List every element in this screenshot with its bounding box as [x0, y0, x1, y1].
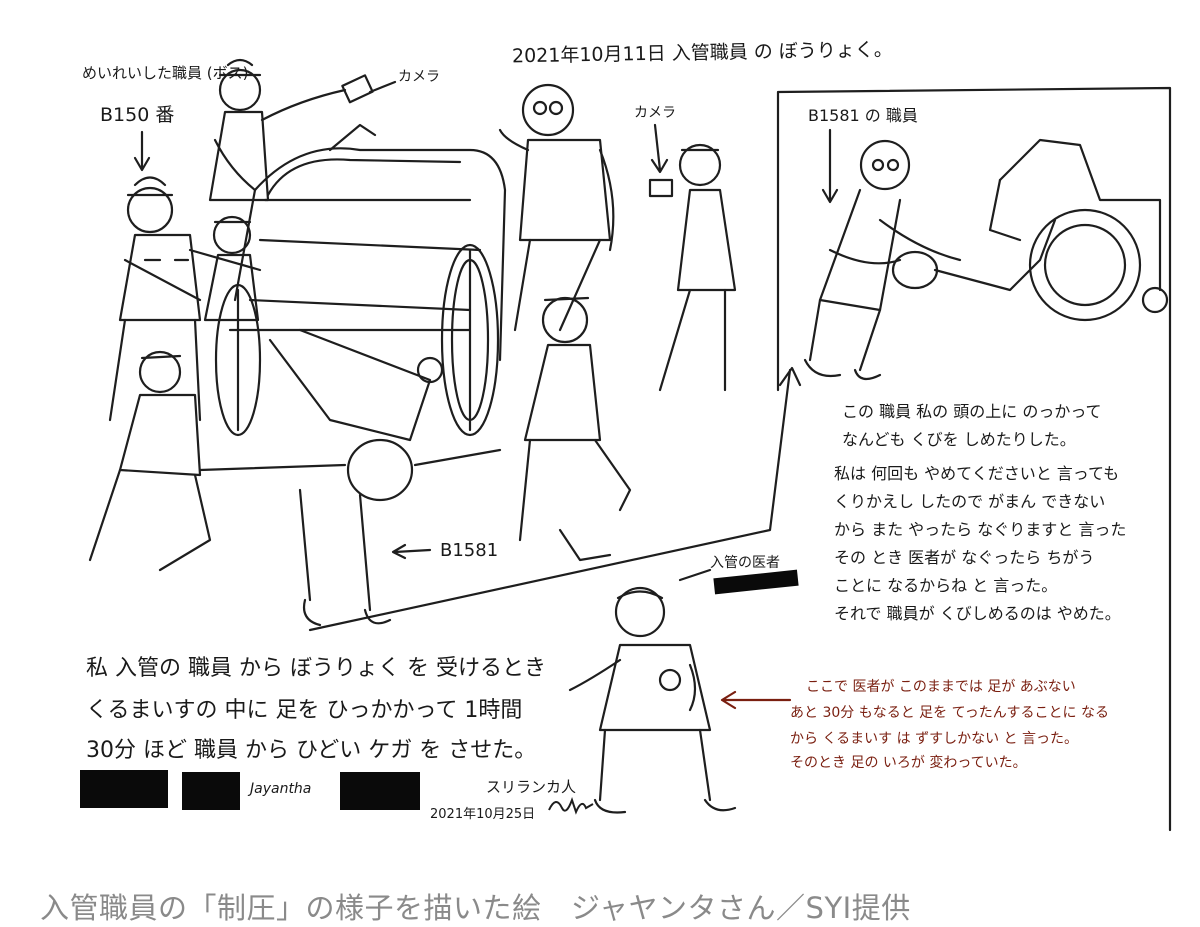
main-text-line: 私 入管の 職員 から ぼうりょく を 受けるとき [86, 656, 546, 681]
staff-glasses-drawing [498, 83, 615, 332]
hand-drawn-illustration: 2021年10月11日 入管職員 の ぼうりょく。 めいれいした職員 (ボス) … [80, 38, 1172, 832]
right-text-line: から また やったら なぐりますと 言った [834, 520, 1127, 539]
signature-mark [548, 797, 594, 815]
sketch-figures [88, 58, 1172, 832]
redaction-block [182, 772, 240, 810]
right-text-line: その とき 医者が なぐったら ちがう [834, 548, 1095, 567]
detainee-lying-drawing [198, 328, 502, 627]
right-text-line: それで 職員が くびしめるのは やめた。 [834, 604, 1121, 623]
arrow-b1581-top [821, 128, 839, 204]
arrow-b150 [133, 130, 151, 172]
right-text-line: なんども くびを しめたりした。 [842, 430, 1076, 449]
label-doctor: 入管の医者 [710, 555, 780, 571]
label-b1581-bottom: B1581 [440, 540, 499, 561]
signature-country: スリランカ人 [486, 778, 577, 796]
red-text-line: から くるまいす は ずすしかない と 言った。 [790, 731, 1078, 747]
right-text-line: くりかえし したので がまん できない [834, 492, 1106, 511]
redaction-block [80, 770, 168, 808]
arrow-b1581-bottom [391, 543, 432, 560]
staff-camera-right-drawing [648, 143, 737, 392]
red-text-line: あと 30分 もなると 足を てったんすることに なる [790, 705, 1109, 721]
arrow-camera-right [650, 123, 669, 174]
arrow-camera-left [368, 80, 397, 94]
right-panel-staff-drawing [803, 139, 962, 381]
right-text-line: 私は 何回も やめてくださいと 言っても [834, 464, 1120, 483]
staff-kneeling-drawing [518, 296, 632, 562]
label-b1581-top: B1581 の 職員 [808, 106, 918, 125]
wheelchair-left-drawing [214, 123, 507, 437]
right-text-line: この 職員 私の 頭の上に のっかって [842, 402, 1102, 421]
staff-small-drawing [203, 215, 260, 322]
signature-date: 2021年10月25日 [430, 807, 536, 822]
label-named-staff: めいれいした職員 (ボス) [82, 64, 249, 82]
red-text-line: そのとき 足の いろが 変わっていた。 [790, 755, 1027, 771]
image-caption: 入管職員の「制圧」の様子を描いた絵 ジャヤンタさん／SYI提供 [40, 891, 911, 925]
connector-line [308, 366, 802, 632]
right-text-line: ことに なるからね と 言った。 [834, 576, 1058, 595]
label-camera-left: カメラ [398, 69, 440, 85]
staff-holding-drawing [88, 350, 212, 572]
main-text-line: 30分 ほど 職員 から ひどい ケガ を させた。 [86, 738, 537, 763]
arrow-red [720, 690, 792, 710]
label-camera-right: カメラ [634, 105, 676, 121]
label-named-staff-number: B150 番 [100, 104, 175, 126]
red-text-line: ここで 医者が このままでは 足が あぶない [806, 679, 1076, 695]
main-text-line: くるまいすの 中に 足を ひっかかって 1時間 [86, 698, 523, 723]
arrow-doctor [678, 568, 712, 582]
redaction-block [340, 772, 420, 810]
doctor-drawing [568, 586, 737, 814]
staff-b150-drawing [108, 176, 262, 422]
panel-frame [776, 86, 1172, 832]
right-panel-wheelchair-drawing [891, 138, 1169, 322]
signature-name: Jayantha [250, 781, 312, 797]
staff-camera-top-drawing [208, 58, 374, 202]
